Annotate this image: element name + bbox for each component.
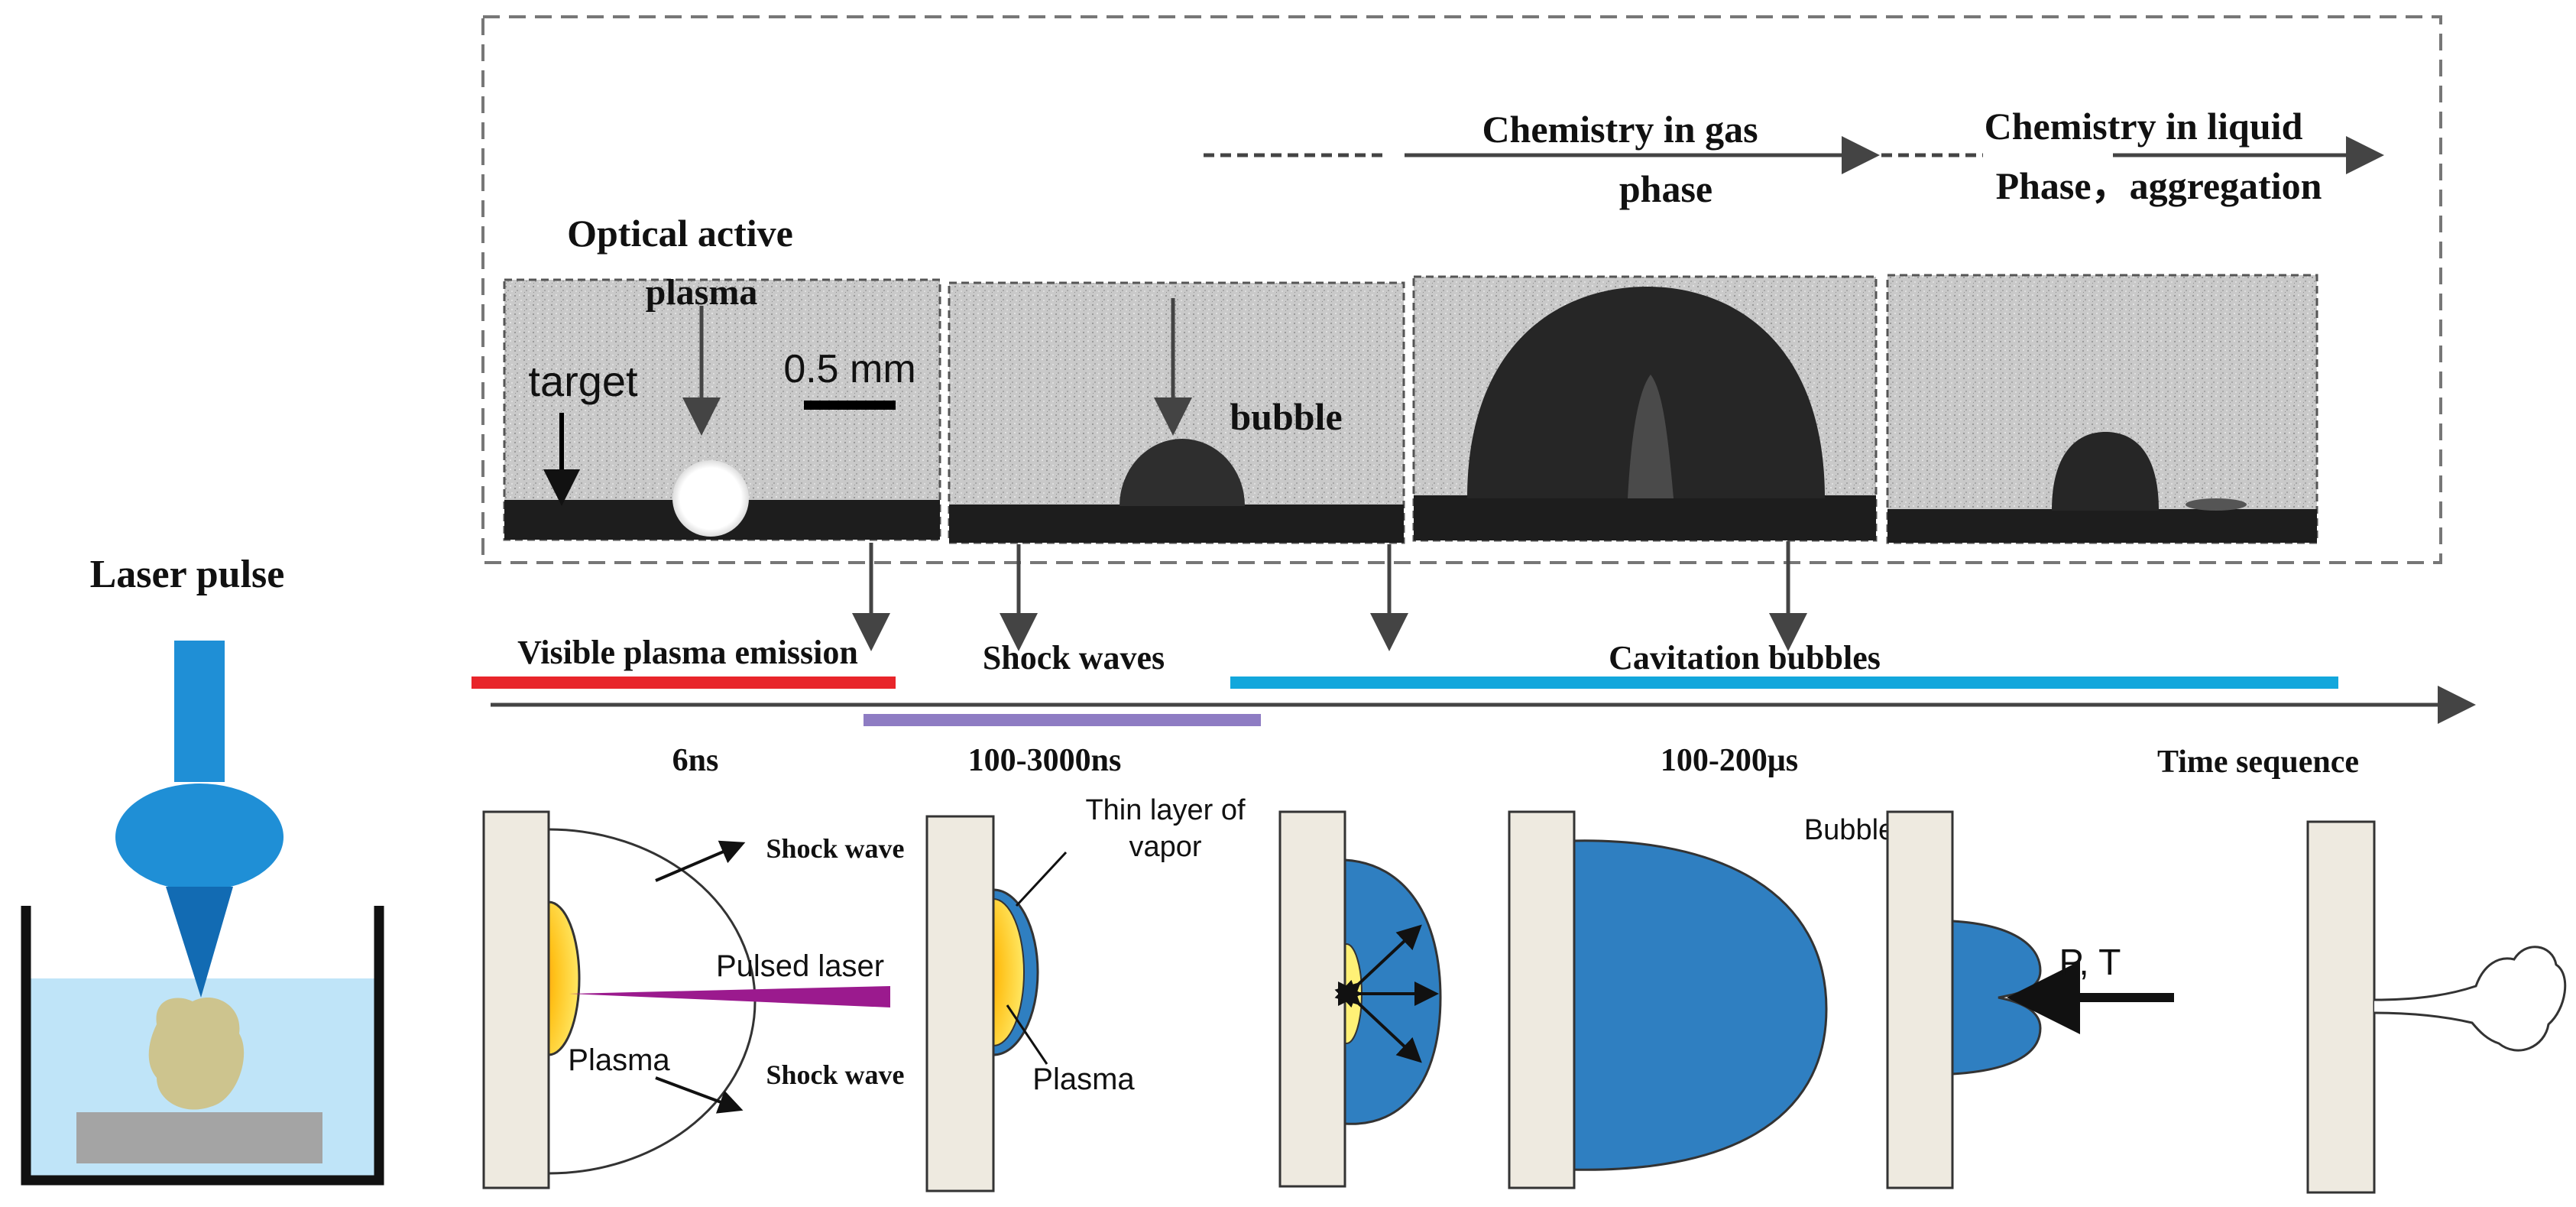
thin-layer-label-1: Thin layer of [1085, 794, 1246, 826]
plasma-label-1: Plasma [568, 1043, 670, 1077]
cavitation-bar [1230, 677, 2338, 689]
plasma-glow [672, 460, 749, 537]
plasma-emission-bar [471, 677, 896, 689]
photo-collapsed-bubble [1886, 274, 2318, 544]
pt-label: P, T [2059, 943, 2121, 983]
focusing-lens [115, 784, 284, 891]
plasma-label-2: Plasma [1032, 1063, 1135, 1096]
chem-gas-label-1: Chemistry in gas [1482, 108, 1758, 151]
schematic-stage-expansion [1278, 810, 1442, 1188]
thin-layer-label-2: vapor [1129, 831, 1201, 863]
bubble-diagram-label: Bubble [1804, 814, 1894, 846]
photo-panel-frame [481, 15, 2442, 564]
target-wall-1 [482, 810, 550, 1189]
time-100-3000ns: 100-3000ns [968, 743, 1122, 778]
optical-label-1: Optical active [567, 212, 793, 255]
target-label: target [528, 357, 638, 405]
schematic-stage-collapse [1886, 810, 2174, 1189]
time-sequence-label: Time sequence [2157, 745, 2359, 780]
shock-front [548, 828, 757, 1175]
shock-wave-top-label: Shock wave [766, 833, 904, 864]
container [21, 906, 384, 1186]
chem-liquid-label-2: Phase，aggregation [1996, 164, 2322, 207]
time-6ns: 6ns [672, 743, 719, 778]
photo-large-bubble [1412, 275, 1878, 542]
target-wall-2 [925, 815, 995, 1192]
optical-label-2: plasma [646, 272, 758, 313]
expansion-arrow-up [1334, 924, 1422, 1008]
photo-plasma [503, 278, 941, 541]
schematic-stage-jet [2306, 820, 2567, 1194]
target-particle [148, 997, 245, 1110]
shock-arrow-up [655, 840, 746, 882]
pulsed-laser-beam [569, 986, 890, 1007]
laser-pulse-label: Laser pulse [90, 553, 285, 596]
chem-gas-label-2: phase [1619, 167, 1712, 210]
bubble-photo-label: bubble [1230, 395, 1342, 438]
visible-plasma-label: Visible plasma emission [517, 634, 858, 671]
substrate [76, 1112, 322, 1163]
schematic-stage-vapor [925, 815, 1068, 1192]
time-100-200us: 100-200μs [1661, 743, 1798, 778]
target-wall-6 [2306, 820, 2376, 1194]
photo-small-bubble [948, 281, 1405, 544]
collapsing-bubble [1951, 920, 2042, 1076]
focused-beam [166, 887, 233, 998]
target-wall-5 [1886, 810, 1954, 1189]
vapor-pointer [1015, 851, 1068, 907]
shock-wave-bar [864, 714, 1261, 726]
shock-arrow-down [655, 1076, 744, 1114]
scale-label: 0.5 mm [783, 347, 915, 391]
pulsed-laser-label: Pulsed laser [716, 949, 884, 983]
shock-wave-bottom-label: Shock wave [766, 1059, 904, 1090]
target-wall-4 [1508, 810, 1576, 1189]
schematic-stage-plasma [482, 810, 890, 1189]
plasma-pointer [1006, 1004, 1048, 1065]
target-wall-3 [1278, 810, 1346, 1188]
expansion-arrow-down [1334, 979, 1422, 1063]
shock-waves-label: Shock waves [983, 639, 1165, 677]
chem-liquid-label-1: Chemistry in liquid [1985, 105, 2303, 148]
max-bubble [1569, 839, 1828, 1171]
laser-setup [21, 641, 384, 1186]
laser-beam [174, 641, 225, 782]
cavitation-label: Cavitation bubbles [1609, 639, 1881, 677]
jet-particle [2373, 946, 2567, 1052]
schematic-stage-max-bubble [1508, 810, 1828, 1189]
